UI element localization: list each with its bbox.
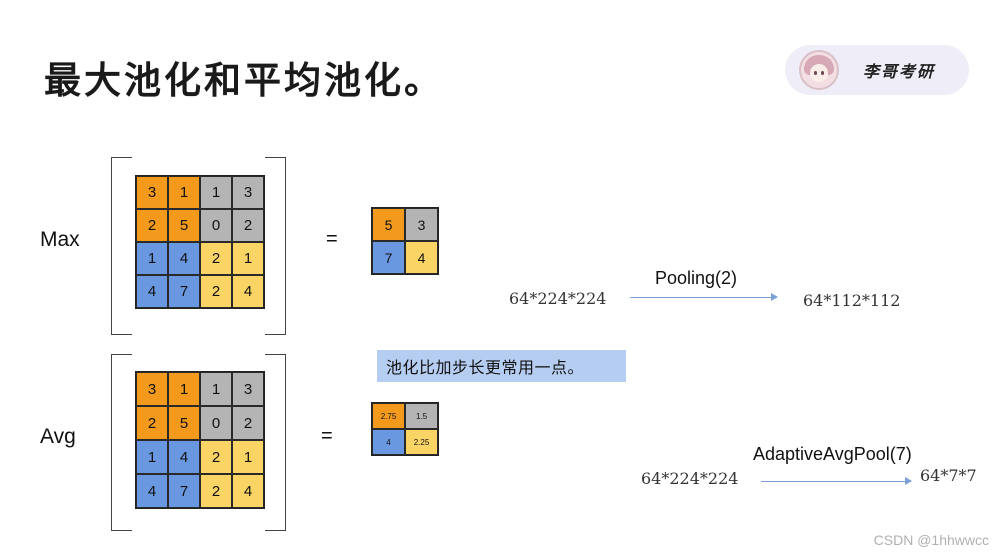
grid-cell: 3 (405, 208, 438, 241)
max-label: Max (40, 228, 80, 251)
right-bracket (265, 354, 286, 531)
grid-cell: 4 (168, 242, 200, 275)
pooling-input-dim: 64*224*224 (509, 289, 607, 308)
equals-sign: = (321, 425, 333, 447)
grid-cell: 2 (232, 209, 264, 242)
grid-cell: 7 (168, 275, 200, 308)
avg-label: Avg (40, 425, 76, 448)
watermark: CSDN @1hhwwcc (873, 532, 989, 548)
grid-cell: 7 (168, 474, 200, 508)
grid-cell: 4 (136, 474, 168, 508)
grid-cell: 4 (232, 275, 264, 308)
left-bracket (111, 354, 132, 531)
grid-cell: 5 (168, 209, 200, 242)
grid-cell: 2.25 (405, 429, 438, 455)
grid-cell: 4 (405, 241, 438, 274)
author-badge: 李哥考研 (785, 45, 969, 95)
adaptive-op-label: AdaptiveAvgPool(7) (753, 444, 912, 464)
grid-cell: 5 (168, 406, 200, 440)
grid-cell: 4 (136, 275, 168, 308)
grid-cell: 2 (200, 440, 232, 474)
grid-cell: 4 (168, 440, 200, 474)
pooling-arrow (630, 293, 778, 301)
grid-cell: 1 (232, 242, 264, 275)
author-name: 李哥考研 (863, 62, 936, 81)
grid-cell: 7 (372, 241, 405, 274)
adaptive-arrow (761, 477, 912, 485)
grid-cell: 2 (200, 474, 232, 508)
grid-cell: 1.5 (405, 403, 438, 429)
grid-cell: 3 (136, 176, 168, 209)
note-callout: 池化比加步长更常用一点。 (377, 350, 626, 382)
pooling-op-label: Pooling(2) (655, 268, 738, 288)
grid-cell: 5 (372, 208, 405, 241)
grid-cell: 1 (232, 440, 264, 474)
grid-cell: 1 (168, 176, 200, 209)
pooling-output-dim: 64*112*112 (803, 291, 901, 310)
grid-cell: 2 (136, 209, 168, 242)
grid-cell: 3 (232, 176, 264, 209)
left-bracket (111, 157, 132, 335)
adaptive-input-dim: 64*224*224 (641, 469, 739, 488)
grid-cell: 0 (200, 209, 232, 242)
grid-cell: 2 (200, 242, 232, 275)
grid-cell: 1 (200, 372, 232, 406)
grid-cell: 4 (372, 429, 405, 455)
adaptive-output-dim: 64*7*7 (920, 466, 977, 485)
grid-cell: 2 (232, 406, 264, 440)
equals-sign: = (326, 228, 338, 250)
grid-cell: 3 (136, 372, 168, 406)
grid-cell: 3 (232, 372, 264, 406)
slide-title: 最大池化和平均池化。 (44, 59, 444, 102)
right-bracket (265, 157, 286, 335)
grid-cell: 1 (136, 242, 168, 275)
grid-cell: 2 (136, 406, 168, 440)
grid-cell: 0 (200, 406, 232, 440)
grid-cell: 4 (232, 474, 264, 508)
anime-avatar-icon (799, 50, 839, 90)
grid-cell: 2.75 (372, 403, 405, 429)
grid-cell: 2 (200, 275, 232, 308)
grid-cell: 1 (200, 176, 232, 209)
grid-cell: 1 (168, 372, 200, 406)
grid-cell: 1 (136, 440, 168, 474)
